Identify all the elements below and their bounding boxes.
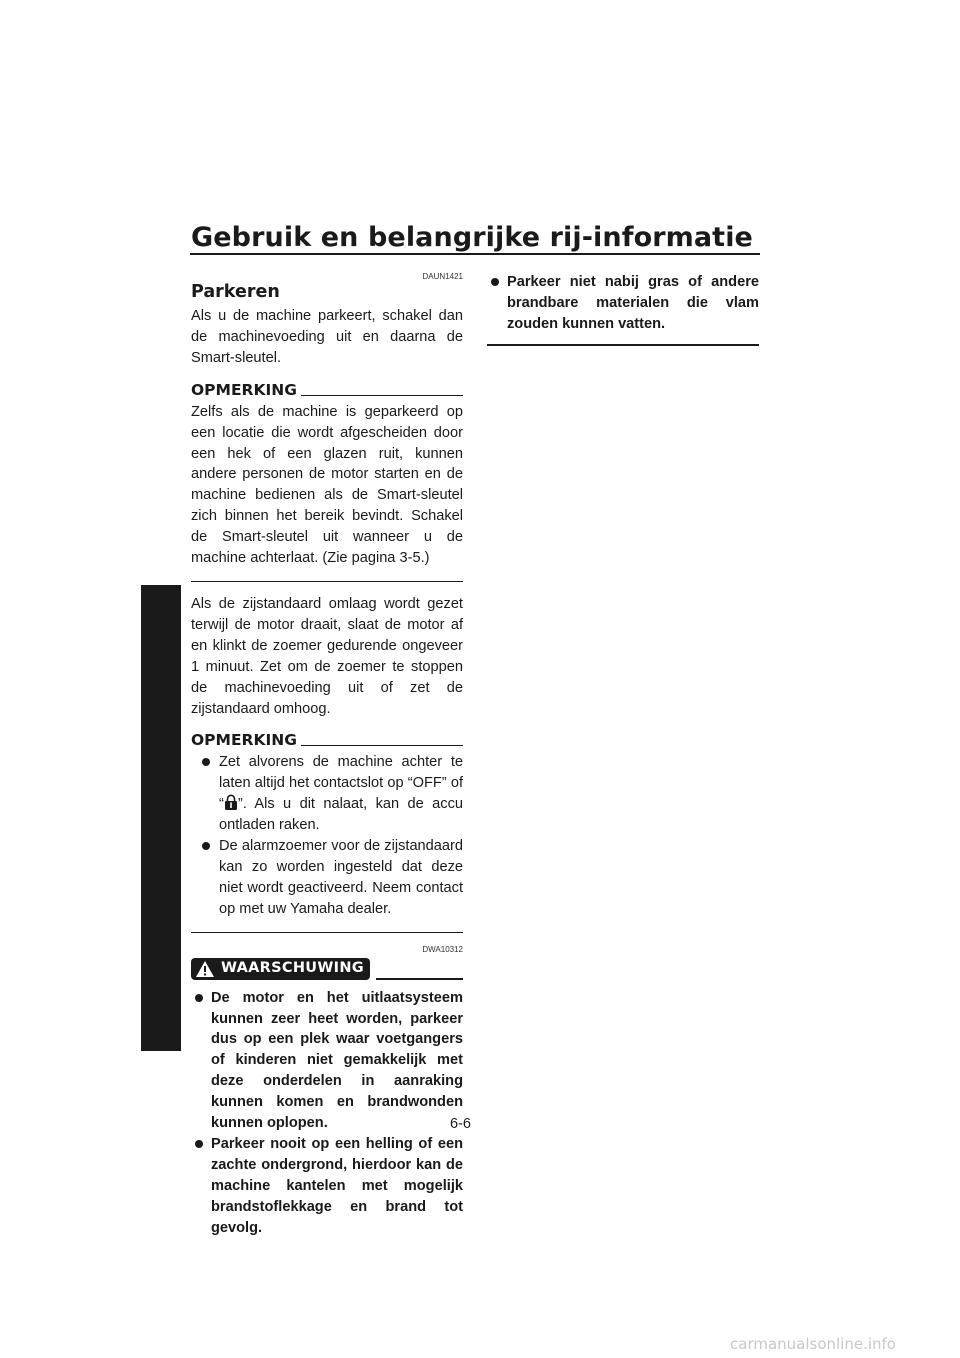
note-end-rule (191, 580, 463, 582)
note-text: Zelfs als de machine is geparkeerd op ee… (191, 403, 463, 567)
warning-triangle-icon (196, 960, 214, 977)
note-header-rule (300, 394, 463, 396)
warning-header: WAARSCHUWING (191, 957, 463, 980)
list-item: Parkeer nooit op een helling of een zach… (191, 1134, 463, 1239)
note-label: OPMERKING (191, 380, 297, 399)
watermark: carmanualsonline.info (730, 1335, 896, 1353)
warning-end-rule (487, 343, 759, 346)
bullet-icon (202, 758, 210, 767)
note-header-rule (300, 745, 463, 747)
list-item: De alarmzoemer voor de zijstandaard kan … (191, 836, 463, 920)
bullet-icon (195, 1140, 203, 1148)
list-item-text: Parkeer nooit op een helling of een zach… (211, 1136, 463, 1236)
list-item: Zet alvorens de machine achter te laten … (191, 752, 463, 836)
bullet-icon (491, 278, 499, 286)
list-item-text-after: ”. Als u dit nalaat, kan de accu ontlade… (219, 796, 463, 834)
section-title: Parkeren (191, 282, 280, 302)
right-column: Parkeer niet nabij gras of andere brandb… (487, 272, 759, 346)
warning-label: WAARSCHUWING (221, 960, 364, 977)
list-item-text-before: Zet alvorens de machine achter te laten … (219, 754, 463, 813)
bullet-icon (195, 993, 203, 1002)
list-item-text: De motor en het uitlaatsysteem kunnen ze… (211, 989, 463, 1132)
lock-icon (224, 794, 237, 811)
chapter-number: 6 (155, 591, 166, 612)
body-paragraph: Als de zijstandaard omlaag wordt gezet t… (191, 595, 463, 717)
note-label: OPMERKING (191, 731, 297, 750)
chapter-tab (141, 585, 181, 1051)
page-number: 6-6 (450, 1116, 471, 1132)
warning-list: De motor en het uitlaatsysteem kunnen ze… (191, 988, 463, 1239)
note-header: OPMERKING (191, 381, 463, 399)
warning-code: DWA10312 (422, 944, 463, 954)
note-end-rule (191, 931, 463, 933)
warning-badge: WAARSCHUWING (191, 957, 370, 980)
bullet-icon (202, 842, 210, 851)
list-item: De motor en het uitlaatsysteem kunnen ze… (191, 988, 463, 1134)
list-item-text: De alarmzoemer voor de zijstandaard kan … (219, 838, 463, 917)
page-title: Gebruik en belangrijke rij-informatie (191, 222, 753, 253)
left-column: DAUN1421 Parkeren Als u de machine parke… (191, 272, 463, 1239)
list-item-text: Parkeer niet nabij gras of andere brandb… (507, 274, 759, 332)
note-list: Zet alvorens de machine achter te laten … (191, 752, 463, 919)
note-header: OPMERKING (191, 731, 463, 749)
warning-header-rule (375, 977, 463, 980)
title-rule (190, 253, 760, 255)
list-item: Parkeer niet nabij gras of andere brandb… (487, 272, 759, 335)
section-intro: Als u de machine parkeert, schakel dan d… (191, 308, 463, 366)
warning-list-continued: Parkeer niet nabij gras of andere brandb… (487, 272, 759, 335)
section-code: DAUN1421 (422, 272, 463, 281)
